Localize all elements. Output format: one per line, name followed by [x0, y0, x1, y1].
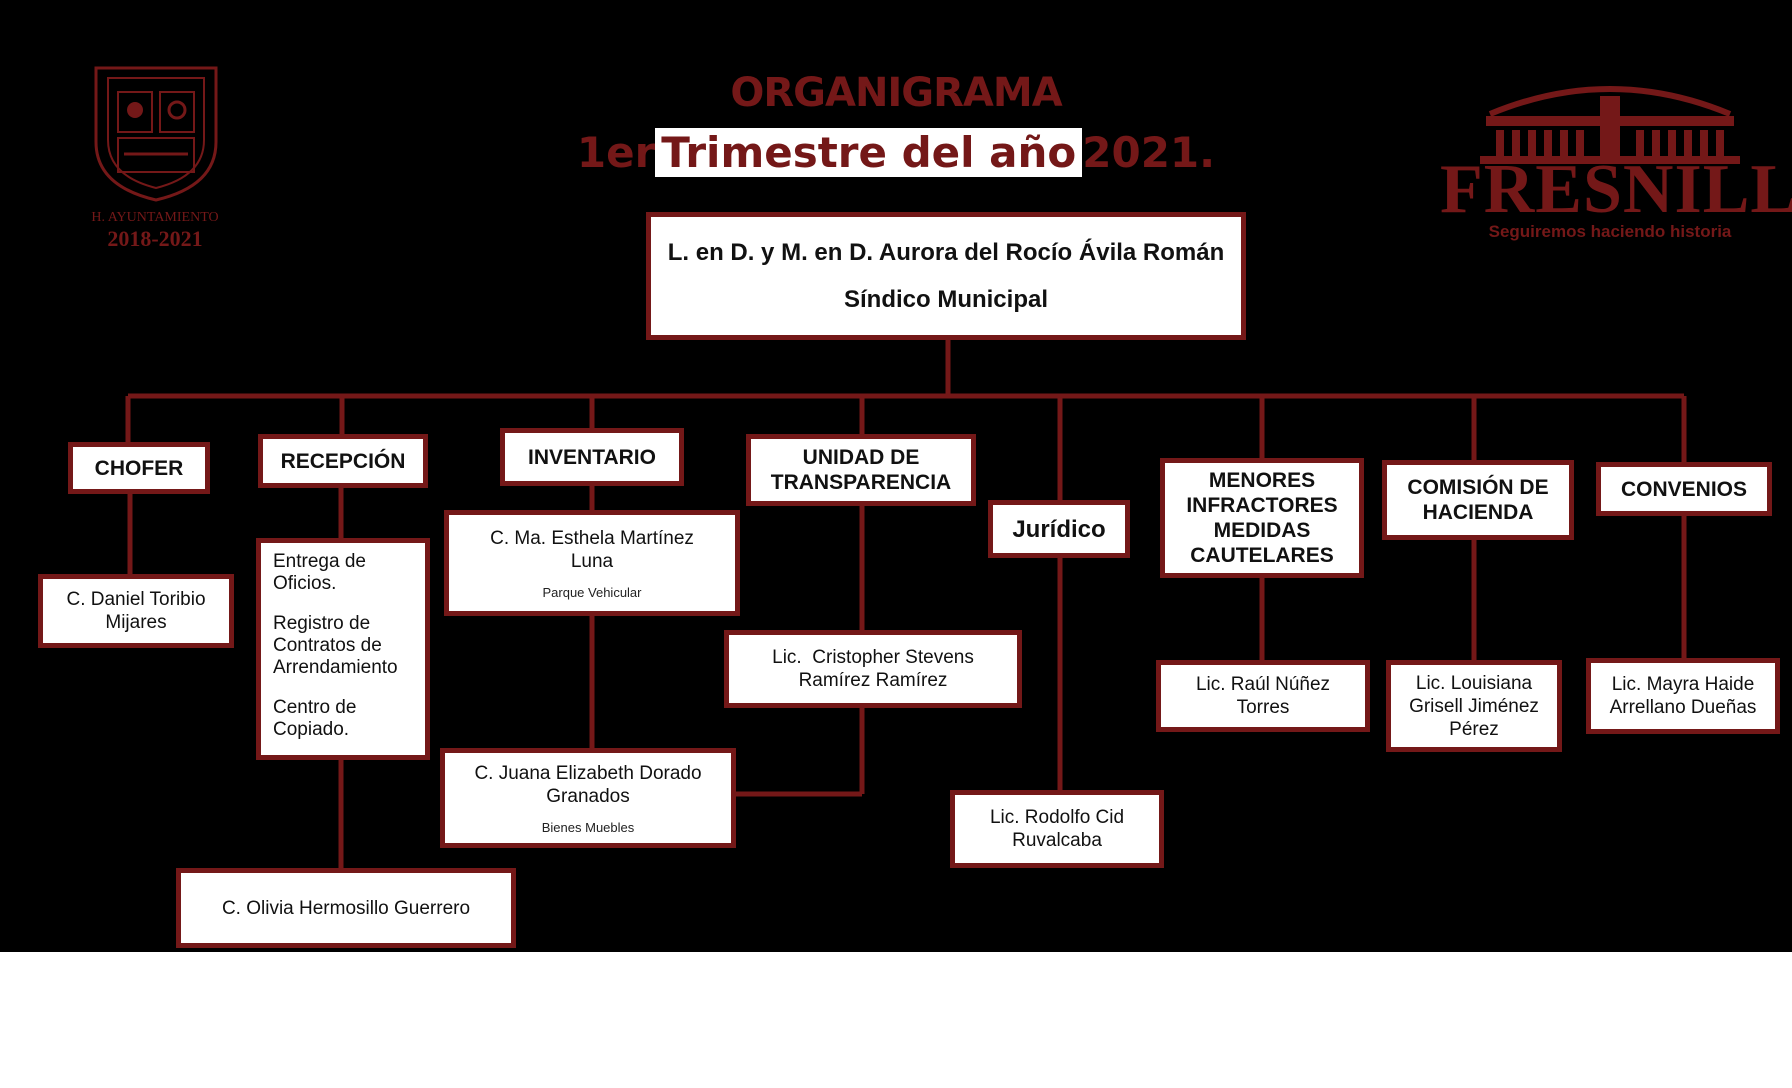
ayuntamiento-seal-icon	[94, 66, 218, 202]
org-chart: H. AYUNTAMIENTO 2018-2021 ORGANIGRAMA 1e…	[0, 0, 1792, 952]
staff-convenios: Lic. Mayra Haide Arrellano Dueñas	[1586, 658, 1780, 734]
dept-juridico: Jurídico	[988, 500, 1130, 558]
staff-inventario-2: C. Juana Elizabeth Dorado Granados Biene…	[440, 748, 736, 848]
staff-recepcion: C. Olivia Hermosillo Guerrero	[176, 868, 516, 948]
dept-recepcion: RECEPCIÓN	[258, 434, 428, 488]
staff-inventario-2-area: Bienes Muebles	[541, 819, 635, 835]
staff-juridico-name: Lic. Rodolfo Cid Ruvalcaba	[989, 807, 1125, 851]
fresnillo-tagline: Seguiremos haciendo historia	[1488, 222, 1732, 241]
dept-transparencia-label: UNIDAD DE TRANSPARENCIA	[770, 446, 952, 494]
recepcion-task: Centro de Copiado.	[273, 697, 357, 740]
staff-inventario-1-area: Parque Vehicular	[542, 584, 642, 600]
dept-recepcion-label: RECEPCIÓN	[280, 449, 406, 473]
recepcion-task: Entrega de Oficios.	[273, 551, 366, 594]
recepcion-task: Registro de Contratos de Arrendamiento	[273, 613, 398, 678]
staff-transparencia-name: Lic. Cristopher Stevens Ramírez Ramírez	[772, 647, 980, 691]
staff-transparencia: Lic. Cristopher Stevens Ramírez Ramírez	[724, 630, 1022, 708]
dept-hacienda: COMISIÓN DE HACIENDA	[1382, 460, 1574, 540]
staff-hacienda: Lic. Louisiana Grisell Jiménez Pérez	[1386, 660, 1562, 752]
dept-menores: MENORES INFRACTORES MEDIDAS CAUTELARES	[1160, 458, 1364, 578]
staff-convenios-name: Lic. Mayra Haide Arrellano Dueñas	[1609, 674, 1757, 718]
dept-hacienda-label: COMISIÓN DE HACIENDA	[1407, 476, 1549, 524]
dept-chofer: CHOFER	[68, 442, 210, 494]
staff-inventario-1: C. Ma. Esthela Martínez Luna Parque Vehi…	[444, 510, 740, 616]
staff-chofer: C. Daniel Toribio Mijares	[38, 574, 234, 648]
fresnillo-wordmark: FRESNILLO	[1440, 151, 1792, 228]
sindico-role: Síndico Municipal	[843, 286, 1048, 313]
sindico-name: L. en D. y M. en D. Aurora del Rocío Ávi…	[667, 239, 1225, 266]
staff-chofer-name: C. Daniel Toribio Mijares	[66, 589, 206, 633]
connector-lines	[125, 340, 1687, 872]
staff-inventario-1-name: C. Ma. Esthela Martínez Luna	[490, 527, 694, 572]
dept-chofer-label: CHOFER	[94, 456, 184, 480]
dept-transparencia: UNIDAD DE TRANSPARENCIA	[746, 434, 976, 506]
subtitle-prefix: 1er	[576, 128, 656, 177]
seal-caption-line2: 2018-2021	[107, 226, 203, 251]
seal-caption-line1: H. AYUNTAMIENTO	[91, 210, 219, 225]
fresnillo-monument-icon	[1480, 86, 1740, 164]
staff-juridico: Lic. Rodolfo Cid Ruvalcaba	[950, 790, 1164, 868]
staff-menores-name: Lic. Raúl Núñez Torres	[1195, 674, 1331, 718]
dept-inventario: INVENTARIO	[500, 428, 684, 486]
recepcion-tasks: Entrega de Oficios. Registro de Contrato…	[256, 538, 430, 760]
chart-title: ORGANIGRAMA	[730, 70, 1062, 116]
staff-hacienda-name: Lic. Louisiana Grisell Jiménez Pérez	[1409, 672, 1539, 740]
seal-caption: H. AYUNTAMIENTO 2018-2021	[70, 210, 240, 252]
staff-menores: Lic. Raúl Núñez Torres	[1156, 660, 1370, 732]
dept-juridico-label: Jurídico	[1012, 515, 1106, 543]
dept-menores-label: MENORES INFRACTORES MEDIDAS CAUTELARES	[1186, 469, 1338, 567]
subtitle-suffix: 2021.	[1082, 128, 1216, 177]
staff-recepcion-name: C. Olivia Hermosillo Guerrero	[221, 897, 471, 919]
dept-convenios-label: CONVENIOS	[1620, 477, 1748, 501]
staff-inventario-2-name: C. Juana Elizabeth Dorado Granados	[474, 762, 702, 807]
sindico-box: L. en D. y M. en D. Aurora del Rocío Ávi…	[646, 212, 1246, 340]
subtitle-highlight: Trimestre del año	[655, 128, 1083, 177]
dept-convenios: CONVENIOS	[1596, 462, 1772, 516]
dept-inventario-label: INVENTARIO	[528, 445, 656, 469]
